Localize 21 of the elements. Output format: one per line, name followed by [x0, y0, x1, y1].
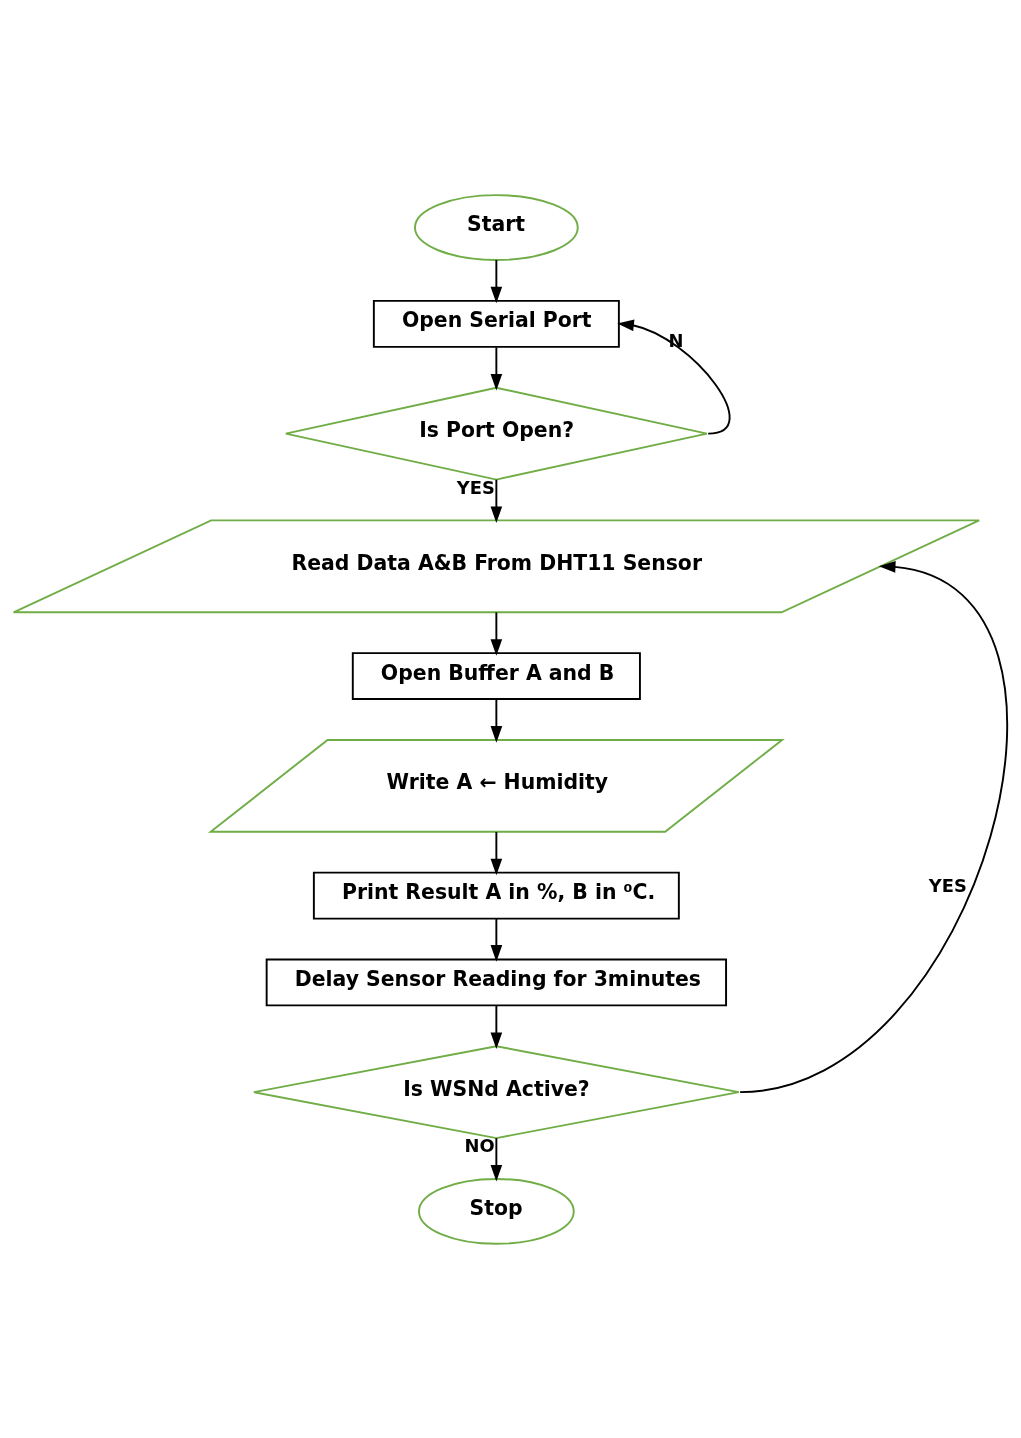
arrow [490, 258, 503, 303]
arrow [490, 830, 503, 875]
node-ellipse: Start [414, 193, 579, 261]
arrow [490, 345, 503, 390]
arrow [490, 478, 503, 523]
node-box: Open Serial Port [372, 299, 620, 348]
node-box: Delay Sensor Reading for 3minutes [265, 957, 728, 1006]
arrow [490, 698, 503, 743]
arrow [490, 1004, 503, 1049]
node-diamond: Is WSNd Active? [252, 1044, 740, 1139]
arrow [617, 319, 731, 435]
node-diamond: Is Port Open? [284, 386, 708, 481]
arrow [490, 917, 503, 962]
node-box: Open Buffer A and B [351, 651, 641, 700]
arrow [490, 611, 503, 656]
arrow [490, 1136, 503, 1182]
edge-label: YES [928, 874, 967, 896]
edge-label: N [668, 329, 684, 351]
node-ellipse: Stop [418, 1177, 575, 1245]
node-box: Print Result A in %, B in ⁰C. [312, 871, 680, 920]
arrow [739, 560, 1008, 1093]
